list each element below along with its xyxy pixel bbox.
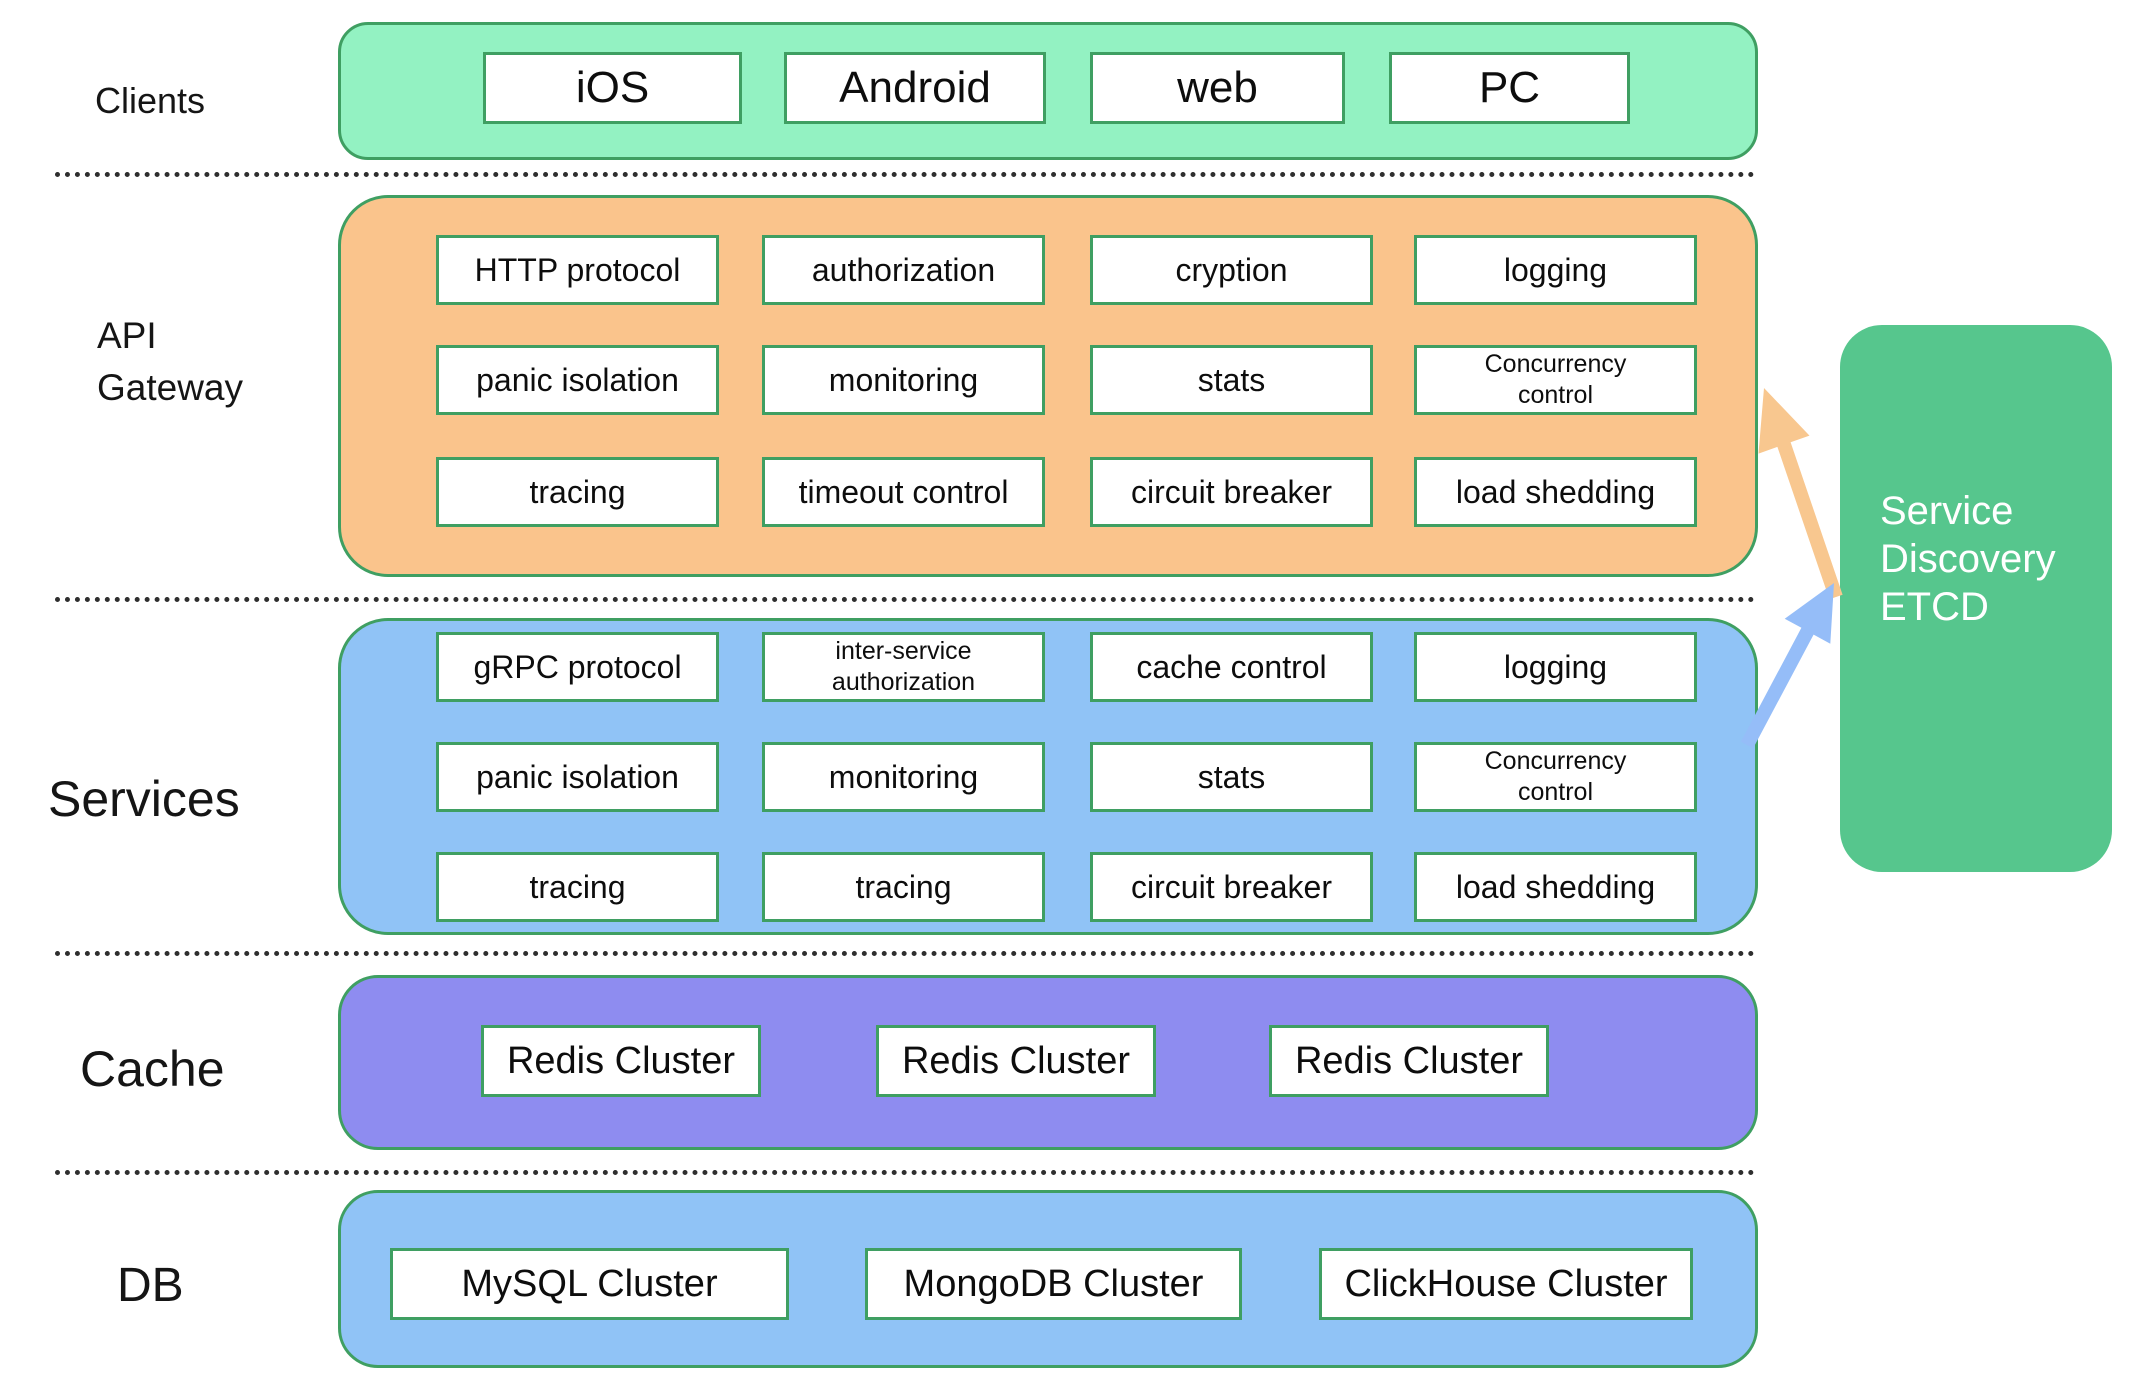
separator-clients-gateway xyxy=(55,172,1755,177)
separator-gateway-services xyxy=(55,597,1755,602)
api-gateway-band: HTTP protocol authorization cryption log… xyxy=(338,195,1758,577)
layer-label-services: Services xyxy=(48,771,240,827)
separator-cache-db xyxy=(55,1170,1755,1175)
service-discovery-etcd-box: Service Discovery ETCD xyxy=(1840,325,2112,872)
db-box-clickhouse: ClickHouse Cluster xyxy=(1319,1248,1693,1320)
separator-services-cache xyxy=(55,951,1755,956)
gateway-cell-concurrency-control: Concurrency control xyxy=(1414,345,1697,415)
service-cell-concurrency-control: Concurrency control xyxy=(1414,742,1697,812)
db-box-mysql: MySQL Cluster xyxy=(390,1248,789,1320)
service-cell-load-shedding: load shedding xyxy=(1414,852,1697,922)
service-cell-panic-isolation: panic isolation xyxy=(436,742,719,812)
gateway-cell-stats: stats xyxy=(1090,345,1373,415)
cache-box-redis-1: Redis Cluster xyxy=(481,1025,761,1097)
gateway-cell-monitoring: monitoring xyxy=(762,345,1045,415)
gateway-cell-cryption: cryption xyxy=(1090,235,1373,305)
etcd-label-line3: ETCD xyxy=(1880,585,1989,629)
layer-label-db: DB xyxy=(117,1259,184,1312)
layer-label-clients: Clients xyxy=(95,80,206,121)
service-cell-grpc-protocol: gRPC protocol xyxy=(436,632,719,702)
gateway-cell-circuit-breaker: circuit breaker xyxy=(1090,457,1373,527)
cache-box-redis-2: Redis Cluster xyxy=(876,1025,1156,1097)
gateway-cell-http-protocol: HTTP protocol xyxy=(436,235,719,305)
service-cell-circuit-breaker: circuit breaker xyxy=(1090,852,1373,922)
service-cell-monitoring: monitoring xyxy=(762,742,1045,812)
cache-band: Redis Cluster Redis Cluster Redis Cluste… xyxy=(338,975,1758,1150)
layer-label-api-gateway: API Gateway xyxy=(97,310,243,414)
service-cell-cache-control: cache control xyxy=(1090,632,1373,702)
service-cell-tracing-2: tracing xyxy=(762,852,1045,922)
clients-band: iOS Android web PC xyxy=(338,22,1758,160)
arrow-etcd-to-gateway xyxy=(1758,388,1843,600)
etcd-label-line2: Discovery xyxy=(1880,537,2056,581)
layer-label-cache: Cache xyxy=(80,1041,225,1097)
db-band: MySQL Cluster MongoDB Cluster ClickHouse… xyxy=(338,1190,1758,1368)
client-box-pc: PC xyxy=(1389,52,1630,124)
gateway-cell-panic-isolation: panic isolation xyxy=(436,345,719,415)
services-band: gRPC protocol inter-service authorizatio… xyxy=(338,618,1758,935)
client-box-web: web xyxy=(1090,52,1345,124)
service-cell-stats: stats xyxy=(1090,742,1373,812)
client-box-android: Android xyxy=(784,52,1046,124)
service-cell-logging: logging xyxy=(1414,632,1697,702)
layer-label-api-line2: Gateway xyxy=(97,367,244,408)
layer-label-api-line1: API xyxy=(97,315,157,356)
client-box-ios: iOS xyxy=(483,52,742,124)
gateway-cell-logging: logging xyxy=(1414,235,1697,305)
gateway-cell-load-shedding: load shedding xyxy=(1414,457,1697,527)
service-cell-tracing-1: tracing xyxy=(436,852,719,922)
service-cell-inter-service-authorization: inter-service authorization xyxy=(762,632,1045,702)
gateway-cell-timeout-control: timeout control xyxy=(762,457,1045,527)
cache-box-redis-3: Redis Cluster xyxy=(1269,1025,1549,1097)
etcd-label-line1: Service xyxy=(1880,489,2014,533)
db-box-mongodb: MongoDB Cluster xyxy=(865,1248,1242,1320)
gateway-cell-tracing: tracing xyxy=(436,457,719,527)
gateway-cell-authorization: authorization xyxy=(762,235,1045,305)
